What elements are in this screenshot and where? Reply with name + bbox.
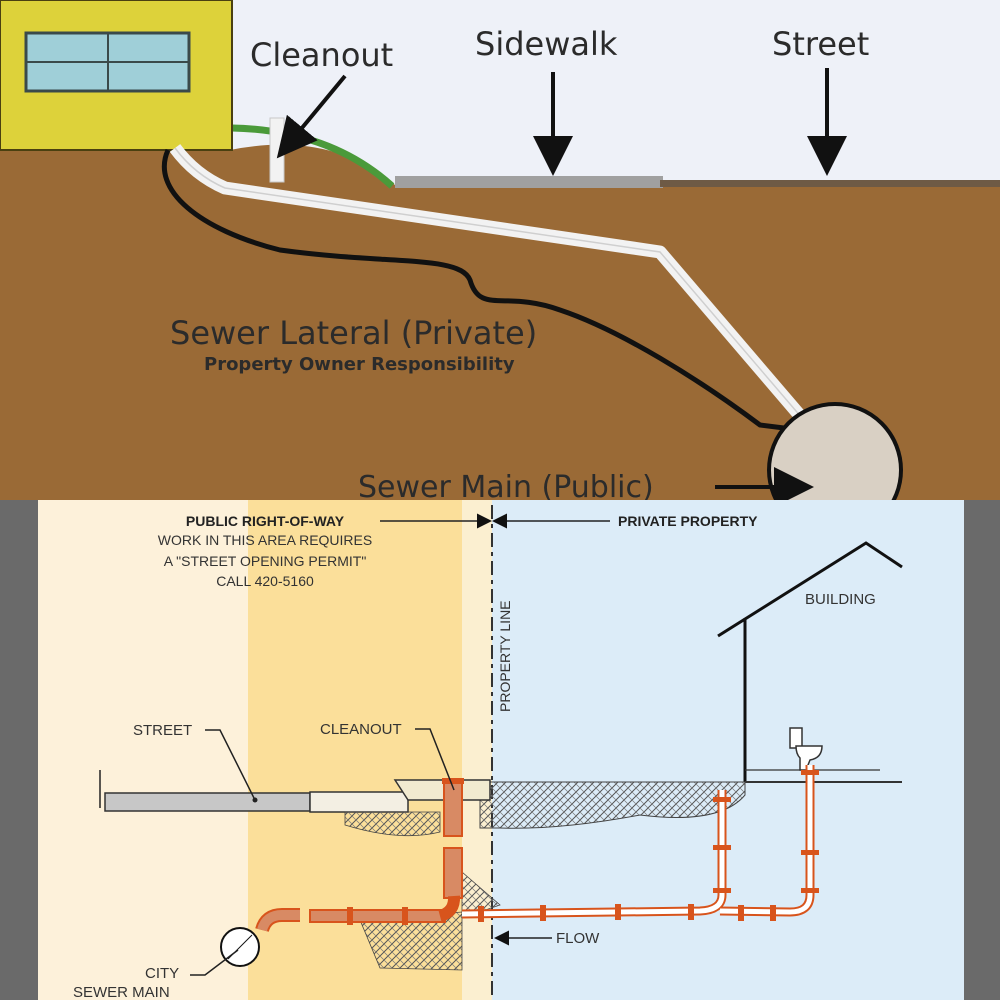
- public-row-title: PUBLIC RIGHT-OF-WAY: [186, 513, 345, 529]
- boundary-strip: [462, 500, 492, 1000]
- lateral-pipe-main-run: [309, 909, 446, 923]
- street-leader: [205, 729, 256, 801]
- building-roof: [717, 541, 903, 638]
- street-curb: [309, 791, 409, 813]
- street-label: Street: [772, 25, 869, 63]
- grass-strip: [231, 124, 395, 189]
- building-label: BUILDING: [805, 591, 876, 608]
- street-label-bottom: STREET: [133, 722, 192, 739]
- street-soil-hatch: [344, 811, 441, 837]
- building-drain-pipe-inner: [719, 765, 813, 915]
- top-cross-section-panel: Cleanout Sidewalk Street Sewer Lateral (…: [0, 0, 1000, 538]
- private-soil-hatch: [479, 781, 746, 829]
- sidewalk-label: Sidewalk: [475, 25, 618, 63]
- cleanout-label: Cleanout: [250, 36, 393, 74]
- soil-ground: [0, 144, 1000, 500]
- private-property-label: PRIVATE PROPERTY: [618, 513, 758, 529]
- property-line-label: PROPERTY LINE: [497, 600, 513, 712]
- street-surface: [660, 180, 1000, 187]
- cleanout-riser: [269, 117, 285, 183]
- city-sewer-leader: [190, 949, 239, 976]
- cleanout-leader: [415, 728, 455, 791]
- cleanout-riser: [442, 778, 464, 899]
- street-pavement: [104, 792, 311, 812]
- pipe-joints: [347, 770, 819, 925]
- private-lateral-pipe-inner: [461, 790, 725, 917]
- city-label: CITY: [145, 965, 179, 982]
- public-row-line3: A "STREET OPENING PERMIT": [164, 553, 367, 569]
- sewer-lateral-label: Sewer Lateral (Private): [170, 314, 537, 352]
- private-property-zone: [492, 500, 964, 1000]
- cleanout-arrow: [276, 74, 347, 159]
- lateral-pipe-bend: [438, 895, 461, 922]
- lateral-pipe-segment-fill: [257, 910, 300, 932]
- right-frame-edge: [964, 500, 1000, 1000]
- sidewalk-slab: [395, 176, 663, 188]
- trench-outline: [161, 148, 801, 433]
- owner-responsibility-label: Property Owner Responsibility: [204, 354, 515, 375]
- bottom-plan-panel: PUBLIC RIGHT-OF-WAY WORK IN THIS AREA RE…: [0, 500, 1000, 1000]
- lateral-pipe-edge: [174, 147, 809, 426]
- public-light-zone: [38, 500, 248, 1000]
- cleanout-label-bottom: CLEANOUT: [320, 721, 402, 738]
- public-row-line4: CALL 420-5160: [216, 573, 314, 589]
- sewer-main-label-bottom: SEWER MAIN: [73, 984, 170, 1000]
- flow-label: FLOW: [556, 930, 600, 947]
- sewer-main-label: Sewer Main (Public): [358, 470, 654, 505]
- public-row-line2: WORK IN THIS AREA REQUIRES: [158, 532, 372, 548]
- street-leader-dot: [252, 797, 258, 803]
